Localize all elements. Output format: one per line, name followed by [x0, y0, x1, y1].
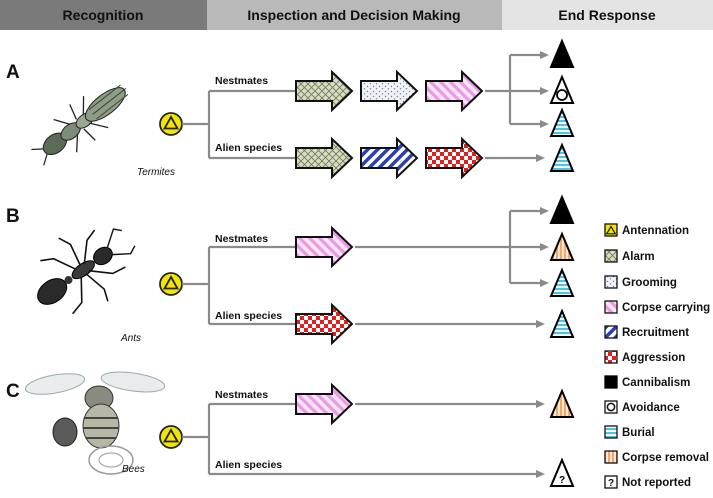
legend-swatch: [604, 375, 618, 389]
not-reported-mark: ?: [608, 478, 614, 489]
cannibalism-triangle: [549, 38, 575, 68]
corpse-removal-triangle: [549, 388, 575, 418]
header-recognition: Recognition: [63, 7, 144, 23]
legend-label: Aggression: [622, 352, 685, 364]
panel-c-flow-lines: [182, 400, 545, 478]
legend-item-corpse-removal: Corpse removal: [604, 450, 709, 464]
legend: Antennation Alarm Grooming Corpse carryi…: [604, 223, 710, 489]
antennation-icon: [159, 112, 183, 136]
header-bar: Recognition Inspection and Decision Maki…: [0, 0, 713, 30]
legend-item-alarm: Alarm: [604, 249, 655, 263]
bee-illustration: [24, 371, 166, 475]
legend-swatch: [604, 249, 618, 263]
legend-label: Antennation: [622, 225, 689, 237]
panel-a-nestmates-label: Nestmates: [215, 75, 268, 87]
legend-label: Burial: [622, 427, 655, 439]
panel-a-taxon: Termites: [137, 167, 175, 178]
grooming-arrow: [360, 69, 419, 113]
header-end-response: End Response: [558, 7, 655, 23]
burial-triangle: [549, 142, 575, 172]
legend-item-recruitment: Recruitment: [604, 325, 689, 339]
antennation-icon: [159, 272, 183, 296]
antennation-icon: [159, 425, 183, 449]
panel-a: A Termites Nestmates Alien species: [6, 38, 575, 180]
legend-item-burial: Burial: [604, 425, 655, 439]
legend-item-corpse-carrying: Corpse carrying: [604, 300, 710, 314]
legend-item-grooming: Grooming: [604, 275, 677, 289]
panel-b: B Ants Nestmates Alien species: [6, 194, 575, 346]
legend-label: Corpse removal: [622, 452, 709, 464]
termite-illustration: [31, 84, 129, 166]
legend-label: Cannibalism: [622, 377, 690, 389]
legend-item-cannibalism: Cannibalism: [604, 375, 690, 389]
legend-swatch: [604, 223, 618, 237]
not-reported-triangle: ?: [549, 457, 575, 487]
corpse-carrying-arrow: [295, 382, 354, 426]
aggression-arrow: [425, 136, 484, 180]
header-inspection-bg: [207, 0, 502, 30]
panel-b-letter: B: [6, 206, 20, 227]
panel-c-taxon: Bees: [122, 464, 145, 475]
panel-a-flow-lines: [182, 51, 549, 162]
legend-swatch: [604, 450, 618, 464]
corpse-removal-triangle: [549, 231, 575, 261]
legend-label: Recruitment: [622, 327, 689, 339]
panel-b-nestmates-label: Nestmates: [215, 233, 268, 245]
panel-c-nestmates-label: Nestmates: [215, 389, 268, 401]
corpse-carrying-arrow: [425, 69, 484, 113]
legend-swatch: [604, 325, 618, 339]
legend-item-not-reported: ? Not reported: [604, 475, 691, 489]
legend-swatch: [604, 475, 618, 489]
panel-a-alien-label: Alien species: [215, 142, 282, 154]
legend-swatch: [604, 275, 618, 289]
panel-c-alien-label: Alien species: [215, 459, 282, 471]
header-end-response-bg: [502, 0, 713, 30]
panel-c-letter: C: [6, 381, 20, 402]
panel-b-taxon: Ants: [120, 333, 141, 344]
panel-b-alien-label: Alien species: [215, 310, 282, 322]
burial-triangle: [549, 308, 575, 338]
legend-item-avoidance: Avoidance: [604, 400, 680, 414]
legend-swatch: [604, 300, 618, 314]
legend-swatch: [604, 350, 618, 364]
legend-label: Alarm: [622, 251, 655, 263]
recruitment-arrow: [360, 136, 419, 180]
aggression-arrow: [295, 302, 354, 346]
ant-illustration: [37, 228, 136, 315]
legend-label: Corpse carrying: [622, 302, 710, 314]
corpse-carrying-arrow: [295, 225, 354, 269]
legend-label: Grooming: [622, 277, 677, 289]
panel-a-letter: A: [6, 62, 20, 83]
header-recognition-bg: [0, 0, 207, 30]
legend-item-antennation: Antennation: [604, 223, 689, 237]
header-inspection: Inspection and Decision Making: [247, 7, 460, 23]
legend-label: Avoidance: [622, 402, 680, 414]
cannibalism-triangle: [549, 194, 575, 224]
panel-b-flow-lines: [182, 207, 549, 328]
avoidance-triangle: [549, 74, 575, 104]
legend-label: Not reported: [622, 477, 691, 489]
panel-c: C Bees Nestmates Alien species ?: [6, 371, 575, 487]
burial-triangle: [549, 267, 575, 297]
alarm-arrow: [295, 136, 354, 180]
legend-swatch: [604, 425, 618, 439]
legend-item-aggression: Aggression: [604, 350, 685, 364]
not-reported-mark: ?: [559, 475, 565, 486]
alarm-arrow: [295, 69, 354, 113]
burial-triangle: [549, 107, 575, 137]
